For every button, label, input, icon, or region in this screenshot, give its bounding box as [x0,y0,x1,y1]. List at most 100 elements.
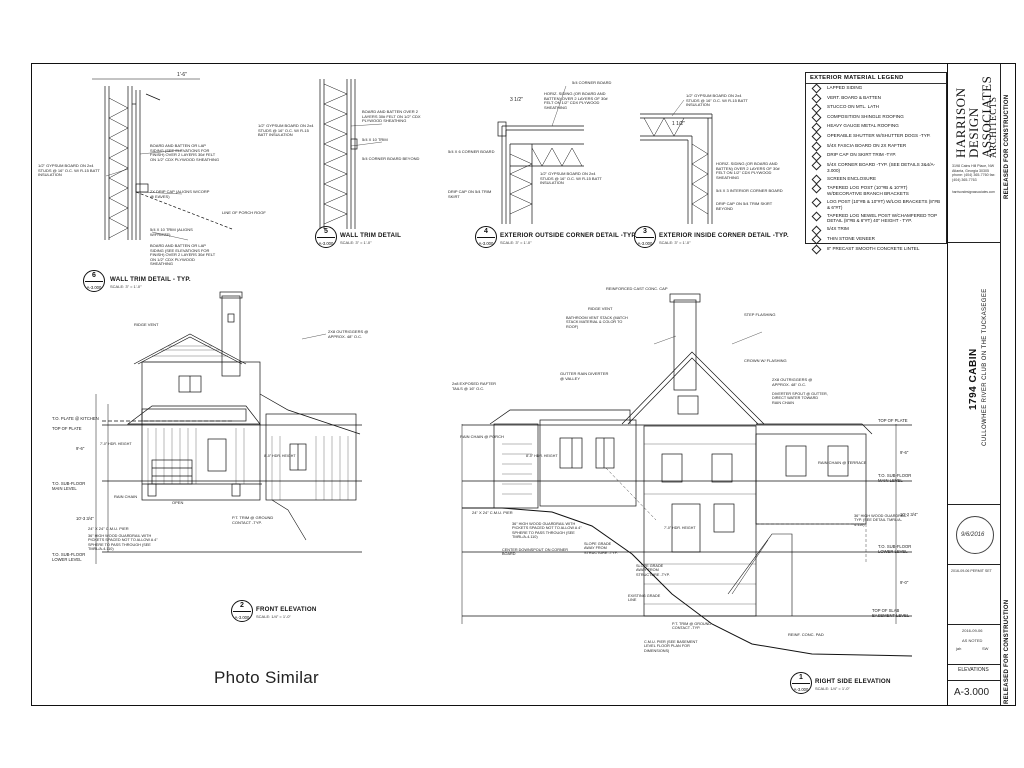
note-d4-siding: HORIZ. SIDING (OR BOARD AND BATTEN) OVER… [544,91,608,110]
detail-3-number: 3 [643,228,647,235]
dim-detail-6: 1'-6" [177,72,187,78]
tb-divider [948,664,1001,665]
note-re-hdr2: 7'-0" HDR. HEIGHT [664,526,696,530]
dim-detail-3: 1 1/2" [672,121,685,127]
legend-row: COMPOSITION SHINGLE ROOFING [806,112,946,123]
legend-item-label: 5/4X TRIM [827,226,849,232]
legend-row: 8" PRECAST SMOOTH CONCRETE LINTEL [806,244,946,255]
issue-date: 2016-09-06 [962,628,983,633]
detail-5-number: 5 [324,228,328,235]
legend-item-label: THIN STONE VENEER [827,236,875,241]
note-re-cmu-pier: C.M.U. PIER (SEE BASEMENT LEVEL FLOOR PL… [644,640,698,653]
note-re-guardrail: 36" HIGH WOOD GUARDRAIL WITH PICKETS SPA… [512,522,582,540]
detail-3-title: EXTERIOR INSIDE CORNER DETAIL -TYP. [659,232,789,239]
legend-row: 5/4X CORNER BOARD -TYP. (SEE DETAILS 3&4… [806,160,946,175]
note-re-crown: CROWN W/ FLASHING [744,358,787,363]
detail-1-scale: SCALE: 1/4" = 1'-0" [815,686,850,691]
note-re-diverter: DIVERTER SPOUT @ GUTTER, DIRECT WATER TO… [772,392,828,405]
legend-row: 5/4X FASCIA BOARD ON 2X RAFTER [806,141,946,152]
legend-row: HEAVY GAUGE METAL ROOFING [806,122,946,133]
detail-3-bubble: 3 A-3.000 [634,226,656,248]
dim-re-e: 9'-0" [900,580,909,585]
level-re-lower: T.O. SUB-FLOOR LOWER LEVEL [878,544,912,554]
detail-4-bubble: 4 A-3.000 [475,226,497,248]
dim-re-c: 10'-2 3/4" [900,512,918,517]
drawing-scale: AS NOTED [962,638,983,643]
legend-title: EXTERIOR MATERIAL LEGEND [806,73,946,84]
tb-divider [948,242,1001,243]
firm-logo: HARRISON DESIGN ASSOCIATES ARCHITECTS [948,64,1001,164]
legend-key-diamond-icon [811,141,822,152]
legend-item-label: TAPERED LOG NEWEL POST W/CHAMFERED TOP D… [827,212,937,224]
note-d6-trim: 5/4 X 10 TRIM (ALIGNS W/FRIEZE) [150,227,193,237]
tb-divider [948,624,1001,625]
legend-item-label: STUCCO ON MTL. LATH [827,104,879,110]
detail-2-sheet: A-3.000 [234,615,250,620]
level-re-slab: TOP OF SLAB BASEMENT LEVEL [872,608,910,618]
legend-key-diamond-icon [811,151,822,161]
legend-row: STUCCO ON MTL. LATH [806,103,946,114]
legend-row: LOG POST (10"#B & 10"#T) W/LOG BRACKETS … [806,197,946,212]
legend-row: TAPERED LOG NEWEL POST W/CHAMFERED TOP D… [806,211,946,226]
note-re-hdr: 8'-0" HDR. HEIGHT [526,454,558,458]
legend-row: SCREEN ENCLOSURE [806,174,946,185]
drawing-linework [92,78,913,657]
note-re-rain-chain-terrace: RAIN CHAIN @ TERRACE [818,460,867,465]
dim-re-d: 9'-6" [900,450,909,455]
legend-row: 5/4X TRIM [806,225,946,236]
legend-item-label: LAPPED SIDING [827,85,863,91]
note-re-guardrail-2: 36" HIGH WOOD GUARDRAIL -TYP. (SEE DETAI… [854,514,909,527]
detail-3-scale: SCALE: 3" = 1'-0" [659,240,691,245]
dim-fe-a: 9'-6" [76,446,85,451]
note-re-outriggers: 2X8 OUTRIGGERS @ APPROX. 48" O.C. [772,377,813,387]
detail-6-title: WALL TRIM DETAIL - TYP. [110,276,191,283]
firm-subtitle: ARCHITECTS [988,96,998,158]
drawing-sheet: EXTERIOR MATERIAL LEGEND LAPPED SIDING VE… [31,63,1016,706]
detail-3-linework [640,113,713,224]
legend-key-diamond-icon [811,184,822,194]
note-re-slope-2: SLOPE GRADE AWAY FROM STRUCTURE -TYP. [636,564,670,577]
legend-row: VERT. BOARD & BATTEN [806,93,946,104]
detail-1-bubble: 1 A-3.000 [790,672,812,694]
detail-2-number: 2 [240,602,244,609]
tb-divider [948,564,1001,565]
detail-6-sheet: A-3.000 [86,285,102,290]
detail-6-number: 6 [92,272,96,279]
level-fe-lower: T.O. SUB-FLOOR LOWER LEVEL [52,552,86,562]
legend-item-label: TAPERED LOG POST (10"#B & 10"#T) W/DECOR… [827,185,909,196]
legend-key-diamond-icon [811,84,822,94]
released-label-bottom: RELEASED FOR CONSTRUCTION [1004,599,1010,704]
legend-key-diamond-icon [811,197,822,208]
detail-5-linework [319,79,358,229]
legend-item-label: DRIP CAP ON SKIRT TRIM -TYP. [827,152,897,158]
tb-divider [948,504,1001,505]
detail-2-scale: SCALE: 1/4" = 1'-0" [256,614,291,619]
legend-key-diamond-icon [811,211,822,222]
note-d5-batten: BOARD AND BATTEN OVER 2 LAYERS 30# FELT … [362,109,421,124]
detail-5-bubble: 5 A-3.000 [315,226,337,248]
note-d3-dripcap: DRIP CAP ON 5/4 TRIM SKIRT BEYOND [716,201,773,211]
firm-address: 3198 Cains Hill Place, NW Atlanta, Georg… [952,164,996,182]
note-re-center-downspout: CENTER DOWNSPOUT ON CORNER BOARD [502,548,568,557]
detail-6-linework [92,78,233,240]
legend-key-diamond-icon [811,244,822,255]
revision-entry: 2016-09-06 PERMIT SET [951,569,992,573]
level-fe-main: T.O. SUB-FLOOR MAIN LEVEL [52,481,86,491]
detail-2-title: FRONT ELEVATION [256,606,317,613]
note-fe-hdr: 8'-0" HDR. HEIGHT [264,454,296,458]
photo-similar-note: Photo Similar [214,668,319,687]
note-d6-gypsum: 1/2" GYPSUM BOARD ON 2x4 STUDS @ 16" O.C… [38,163,100,178]
note-d5-trim: 5/4 X 10 TRIM [362,137,388,142]
note-fe-outriggers: 2X8 OUTRIGGERS @ APPROX. 48" O.C. [328,329,369,339]
project-location: CULLOWHEE RIVER CLUB ON THE TUCKASEGEE [982,288,988,446]
architect-seal: 9/6/2016 [956,516,994,554]
note-fe-rain-chain: RAIN CHAIN [114,494,138,499]
legend-item-label: 8" PRECAST SMOOTH CONCRETE LINTEL [827,245,920,251]
detail-4-number: 4 [484,228,488,235]
detail-1-number: 1 [799,674,803,681]
exterior-material-legend: EXTERIOR MATERIAL LEGEND LAPPED SIDING VE… [805,72,947,255]
detail-4-title: EXTERIOR OUTSIDE CORNER DETAIL -TYP. [500,232,637,239]
legend-row: OPERABLE SHUTTER W/SHUTTER DOGS -TYP. [806,131,946,142]
project-name: 1794 CABIN [968,348,979,410]
